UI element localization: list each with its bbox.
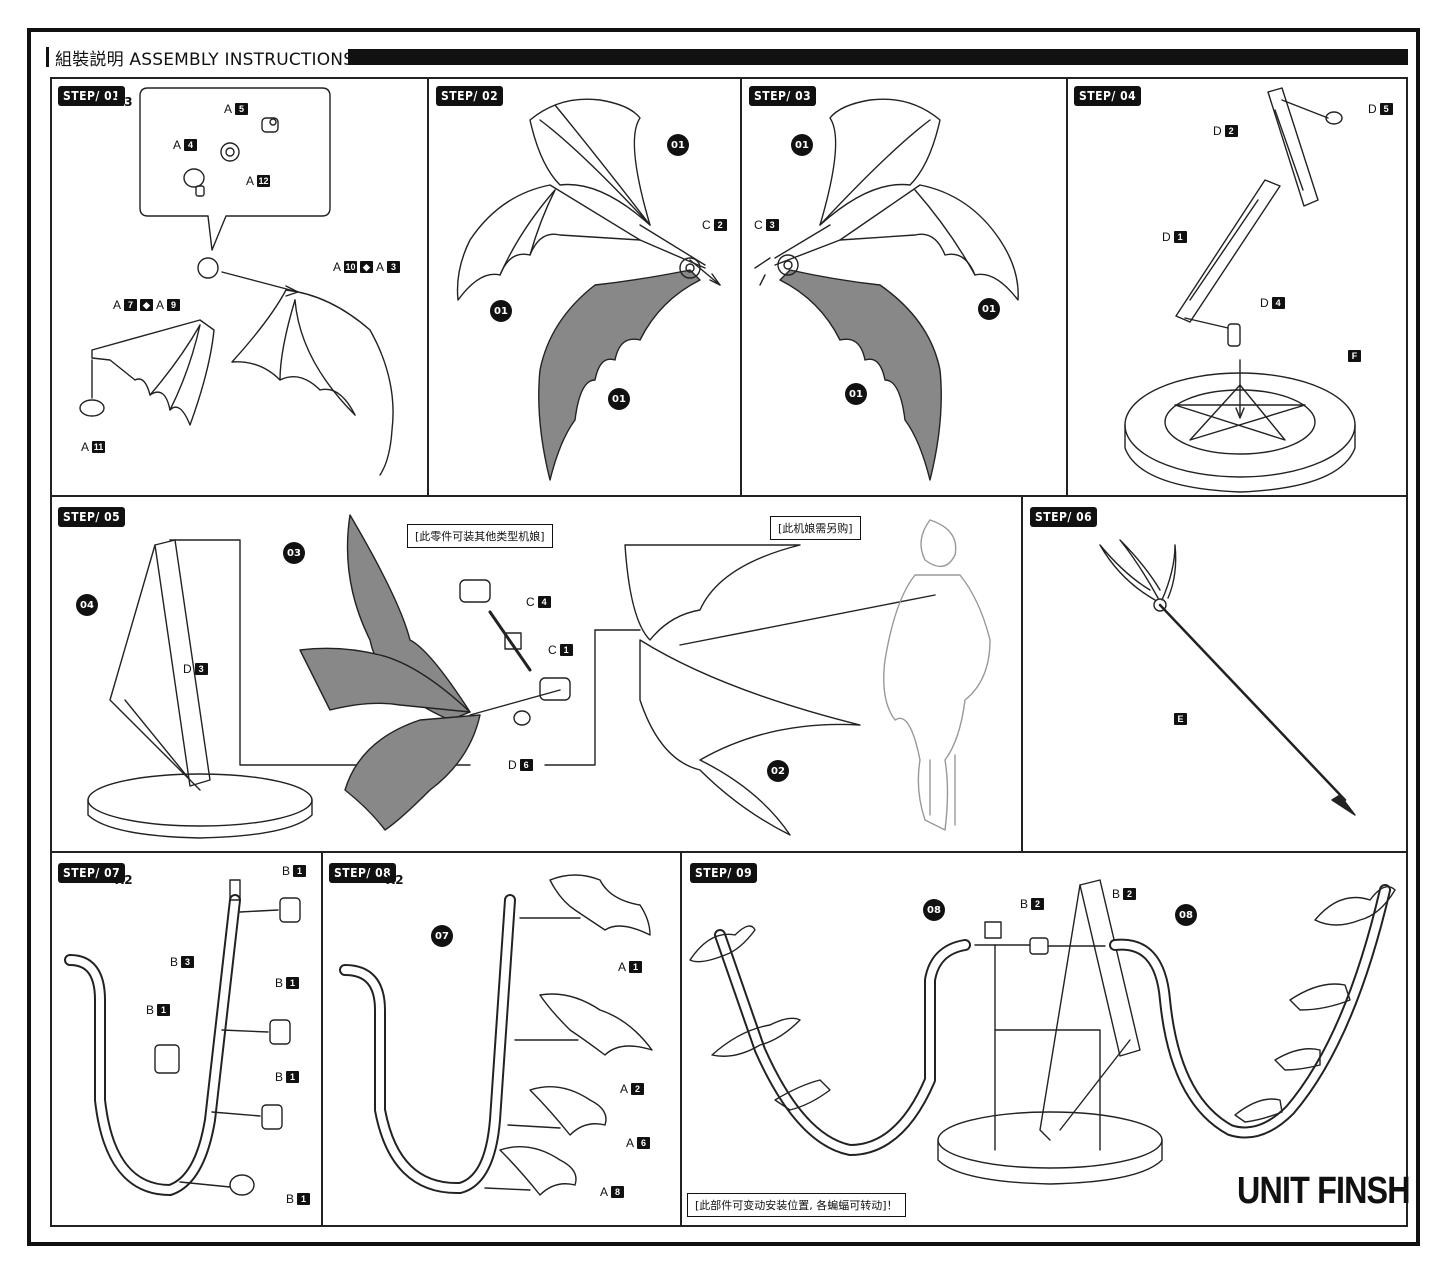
step-03-label: STEP/ 03	[749, 86, 817, 106]
step-08-tail-icon	[339, 874, 653, 1196]
step-09-label: STEP/ 09	[690, 863, 758, 883]
step-08-label: STEP/ 08	[329, 863, 397, 883]
step-02-label: STEP/ 02	[436, 86, 504, 106]
header-mark	[46, 47, 49, 67]
page-title: 組裝説明 ASSEMBLY INSTRUCTIONS	[55, 49, 355, 70]
note-compatible-parts: [此零件可装其他类型机娘]	[407, 524, 553, 548]
step-01-label: STEP/ 01	[58, 86, 126, 106]
page-header: 組裝説明 ASSEMBLY INSTRUCTIONS	[46, 44, 354, 70]
step-01-wing-icon	[79, 257, 394, 476]
part-number-badge: 04	[76, 594, 98, 616]
step-05-label: STEP/ 05	[58, 507, 126, 527]
step-03-wings-icon	[754, 98, 1019, 481]
part-number-badge: 02	[767, 760, 789, 782]
step-01-detail-callout	[139, 87, 331, 251]
part-number-badge: 01	[978, 298, 1000, 320]
note-adjustable-position: [此部件可变动安装位置, 各蝙蝠可转动]！	[687, 1193, 906, 1217]
step-09-right-tail-icon	[1109, 884, 1396, 1139]
part-number-badge: 01	[791, 134, 813, 156]
step-04-stand-icon	[1124, 87, 1356, 493]
panel-step-09	[680, 851, 1408, 1227]
step-08-multiplier: X2	[386, 873, 404, 887]
step-05-stand-icon	[87, 539, 471, 839]
step-05-connector-icon	[459, 579, 571, 726]
panel-step-02	[427, 77, 742, 497]
part-number-badge: 01	[490, 300, 512, 322]
step-07-tail-icon	[64, 879, 301, 1196]
part-number-badge: 08	[923, 899, 945, 921]
part-number-badge: 01	[845, 383, 867, 405]
step-09-left-tail-icon	[689, 925, 971, 1156]
step-06-trident-icon	[1099, 539, 1356, 816]
unit-finish-title: UNIT FINSH	[1237, 1170, 1411, 1212]
part-number-badge: 01	[608, 388, 630, 410]
step-05-dark-wing-icon	[299, 514, 561, 831]
part-label: F	[1348, 350, 1361, 362]
part-number-badge: 07	[431, 925, 453, 947]
step-09-stand-icon	[937, 879, 1163, 1185]
note-figure-sold-separately: [此机娘需另购]	[770, 516, 861, 540]
panel-step-01	[50, 77, 429, 497]
part-number-badge: 03	[283, 542, 305, 564]
page-frame	[27, 28, 1420, 1246]
step-05-figure-icon	[883, 519, 991, 831]
step-02-wings-icon	[456, 98, 721, 481]
step-07-label: STEP/ 07	[58, 863, 126, 883]
step-01-detail-parts-icon	[183, 117, 279, 197]
step-04-label: STEP/ 04	[1074, 86, 1142, 106]
part-label: E	[1174, 713, 1187, 725]
part-number-badge: 01	[667, 134, 689, 156]
step-06-label: STEP/ 06	[1030, 507, 1098, 527]
header-bar	[348, 49, 1408, 65]
step-05-light-wing-icon	[544, 544, 936, 836]
step-07-multiplier: X2	[115, 873, 133, 887]
part-number-badge: 08	[1175, 904, 1197, 926]
step-01-multiplier: X3	[115, 95, 133, 109]
